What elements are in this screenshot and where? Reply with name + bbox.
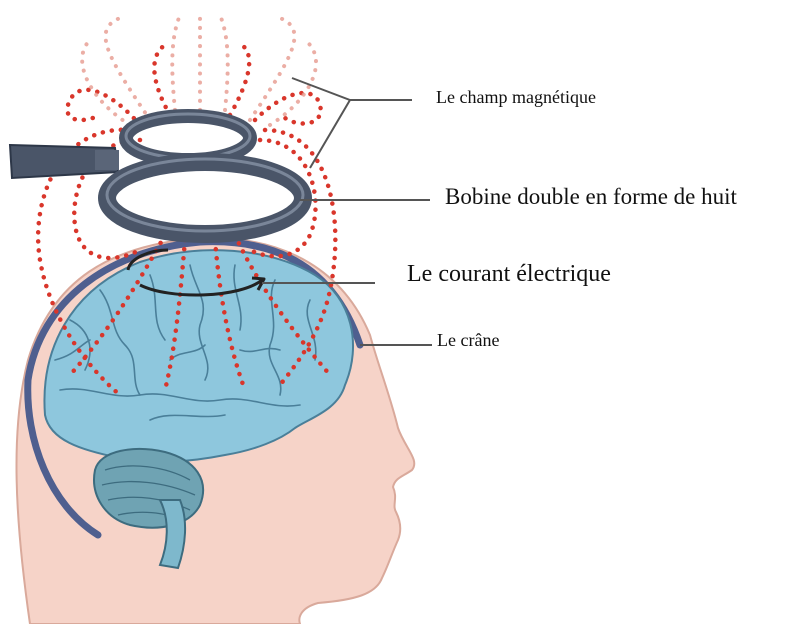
coil-upper-ring bbox=[126, 116, 250, 160]
leader-magnetic-field bbox=[292, 78, 412, 100]
leader-magnetic-field-branch bbox=[310, 100, 350, 168]
label-coil: Bobine double en forme de huit bbox=[445, 185, 737, 208]
label-skull: Le crâne bbox=[437, 331, 499, 349]
coil-lower-ring bbox=[107, 162, 303, 234]
cerebellum bbox=[94, 449, 203, 528]
label-current: Le courant électrique bbox=[407, 262, 611, 286]
coil-handle-band bbox=[95, 150, 119, 170]
label-magnetic-field: Le champ magnétique bbox=[436, 88, 596, 106]
magnetic-field-lines-faint bbox=[82, 15, 316, 125]
